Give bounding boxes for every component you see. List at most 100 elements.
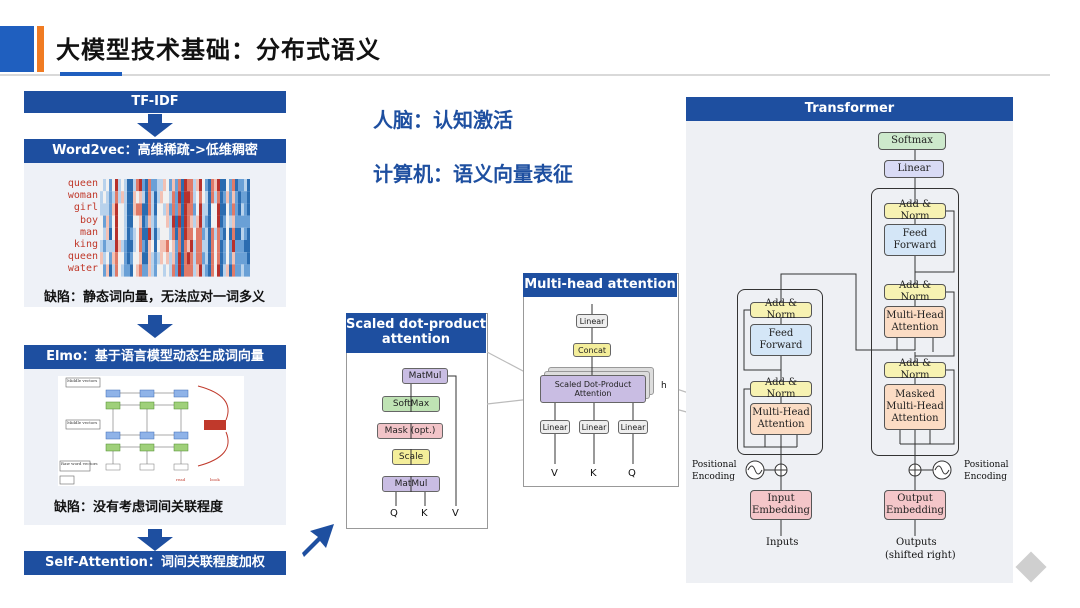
outputs-shifted-label: (shifted right): [885, 550, 956, 561]
heatmap-cell: [112, 252, 115, 265]
step-self-attention-label: Self-Attention：词间关联程度加权: [45, 555, 265, 570]
heatmap-cell: [124, 203, 127, 216]
heatmap-cell: [148, 240, 151, 253]
heatmap-cell: [190, 264, 193, 277]
word2vec-word: woman: [67, 190, 98, 202]
heatmap-cell: [154, 252, 157, 265]
heatmap-cell: [118, 240, 121, 253]
heatmap-cell: [151, 203, 154, 216]
heatmap-cell: [166, 252, 169, 265]
heatmap-cell: [247, 179, 250, 192]
enc-pe-line1: Positional: [692, 460, 737, 470]
heatmap-cell: [238, 240, 241, 253]
mh-concat: Concat: [573, 343, 611, 357]
heatmap-cell: [160, 240, 163, 253]
heatmap-cell: [163, 240, 166, 253]
input-emb-line2: Embedding: [752, 505, 810, 516]
heatmap-cell: [121, 179, 124, 192]
heatmap-cell: [178, 179, 181, 192]
heatmap-cell: [190, 252, 193, 265]
heatmap-cell: [211, 227, 214, 240]
mh-sdpa: Scaled Dot-Product Attention: [540, 375, 646, 403]
heatmap-cell: [109, 179, 112, 192]
heatmap-cell: [196, 252, 199, 265]
heatmap-cell: [169, 203, 172, 216]
enc-mh-line2: Attention: [757, 419, 805, 430]
heatmap-cell: [199, 264, 202, 277]
heatmap-cell: [223, 203, 226, 216]
heatmap-cell: [184, 215, 187, 228]
dec-pe-line2: Encoding: [964, 472, 1008, 482]
heatmap-cell: [187, 252, 190, 265]
mh-input-q: Q: [628, 468, 636, 479]
heatmap-cell: [208, 252, 211, 265]
heatmap-cell: [172, 215, 175, 228]
heatmap-cell: [187, 240, 190, 253]
heatmap-cell: [217, 264, 220, 277]
dec-add-norm-2: Add & Norm: [884, 280, 946, 303]
heatmap-cell: [199, 191, 202, 204]
heatmap-cell: [187, 203, 190, 216]
heatmap-cell: [136, 264, 139, 277]
heatmap-cell: [229, 179, 232, 192]
heatmap-cell: [112, 240, 115, 253]
heatmap-cell: [115, 215, 118, 228]
heatmap-cell: [145, 191, 148, 204]
heatmap-cell: [226, 227, 229, 240]
heatmap-cell: [208, 203, 211, 216]
enc-mh-line1: Multi-Head: [752, 407, 810, 418]
heatmap-cell: [163, 191, 166, 204]
heatmap-cell: [217, 227, 220, 240]
heatmap-cell: [196, 240, 199, 253]
heatmap-cell: [136, 215, 139, 228]
heatmap-cell: [172, 191, 175, 204]
heatmap-cell: [106, 215, 109, 228]
heatmap-cell: [124, 179, 127, 192]
heatmap-cell: [169, 227, 172, 240]
heatmap-cell: [133, 227, 136, 240]
heatmap-cell: [151, 252, 154, 265]
heatmap-cell: [187, 215, 190, 228]
heatmap-cell: [217, 179, 220, 192]
mh-input-v: V: [551, 468, 558, 479]
heatmap-cell: [193, 191, 196, 204]
heatmap-cell: [136, 252, 139, 265]
heatmap-cell: [229, 191, 232, 204]
heatmap-cell: [169, 179, 172, 192]
heatmap-cell: [115, 227, 118, 240]
heatmap-cell: [103, 264, 106, 277]
heatmap-cell: [118, 252, 121, 265]
title-accent-stripe: [37, 26, 44, 72]
heatmap-cell: [235, 203, 238, 216]
heatmap-cell: [112, 191, 115, 204]
heatmap-cell: [106, 203, 109, 216]
heatmap-cell: [202, 240, 205, 253]
heatmap-cell: [118, 215, 121, 228]
heatmap-cell: [109, 252, 112, 265]
heatmap-cell: [157, 179, 160, 192]
heatmap-cell: [181, 264, 184, 277]
heatmap-cell: [163, 179, 166, 192]
heatmap-cell: [199, 227, 202, 240]
heatmap-cell: [118, 227, 121, 240]
heatmap-cell: [145, 240, 148, 253]
heatmap-cell: [202, 252, 205, 265]
heatmap-cell: [232, 227, 235, 240]
output-emb-line2: Embedding: [886, 505, 944, 516]
heatmap-cell: [130, 179, 133, 192]
heatmap-cell: [154, 203, 157, 216]
mh-linear-top: Linear: [576, 314, 608, 328]
heatmap-cell: [148, 179, 151, 192]
heatmap-cell: [103, 252, 106, 265]
heatmap-cell: [208, 215, 211, 228]
heatmap-cell: [226, 252, 229, 265]
heatmap-cell: [226, 179, 229, 192]
heatmap-cell: [187, 191, 190, 204]
heatmap-cell: [184, 227, 187, 240]
elmo-label-book: book: [210, 477, 220, 482]
heatmap-cell: [145, 203, 148, 216]
step-self-attention: Self-Attention：词间关联程度加权: [24, 551, 286, 575]
word2vec-word: man: [79, 226, 98, 238]
